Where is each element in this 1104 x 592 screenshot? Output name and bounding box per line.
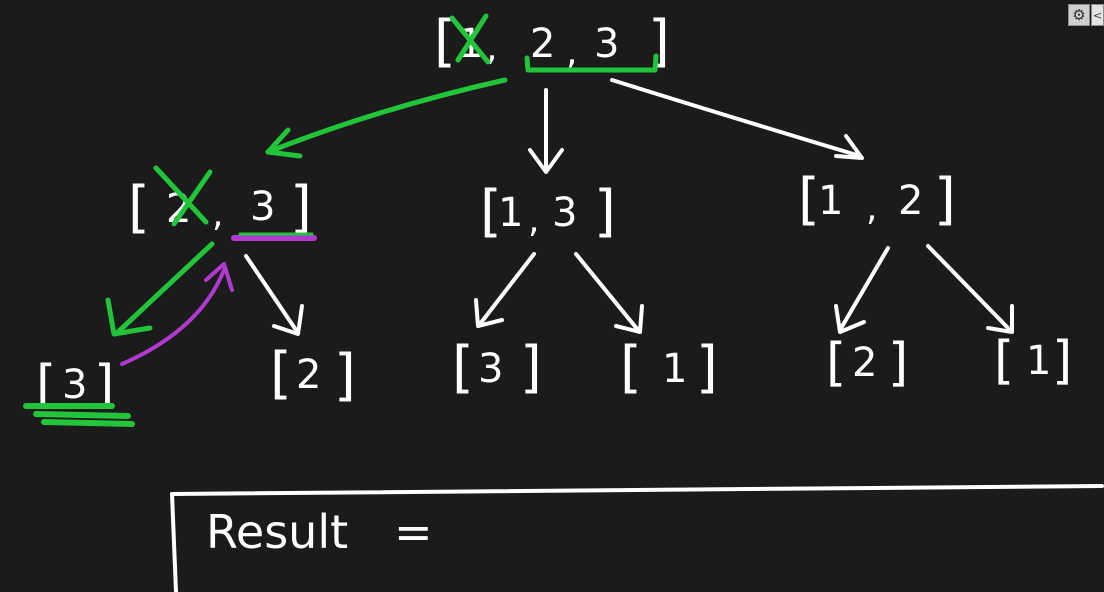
- l1-mid-open-bracket: [: [480, 179, 502, 244]
- l1-right-close-bracket: ]: [934, 167, 956, 232]
- l1-left-close-bracket: ]: [290, 175, 312, 240]
- l1-right-sep: ,: [866, 188, 877, 229]
- leaf-3-open: [: [452, 335, 474, 400]
- edge-l1right-to-1: [926, 244, 1012, 332]
- edge-l1mid-to-1: [574, 252, 640, 332]
- leaf-6-open: [: [994, 331, 1014, 391]
- root-edges: [265, 77, 864, 174]
- leaf-3-item: 3: [478, 346, 503, 392]
- leaf-1-green-scribble: [23, 403, 135, 427]
- leaf-6-item: 1: [1026, 338, 1051, 384]
- leaf-4-item: 1: [662, 346, 687, 392]
- root-node: [ 1 , 2 , 3 ]: [434, 9, 670, 74]
- result-label: Result: [206, 505, 348, 559]
- result-box: Result =: [170, 484, 1104, 592]
- l1-left-open-bracket: [: [128, 175, 150, 240]
- leaf-4-open: [: [620, 335, 642, 400]
- l1-mid-item-2: 3: [552, 190, 577, 236]
- chevron-left-icon[interactable]: <: [1091, 4, 1104, 26]
- leaf-node: [ 3 ]: [452, 335, 542, 400]
- result-box-left-border: [170, 492, 178, 592]
- level1-node-right: [ 1 , 2 ]: [798, 167, 956, 232]
- leaf-node: [ 2 ]: [270, 341, 356, 408]
- l1-right-open-bracket: [: [798, 167, 820, 232]
- edge-l1right-to-2-arrowhead: [834, 304, 866, 334]
- leaf-1-item: 3: [62, 362, 87, 408]
- edge-l1mid-to-1-arrowhead: [614, 304, 644, 334]
- edge-root-right-arrowhead: [834, 134, 864, 160]
- leaf-1-close: ]: [94, 355, 114, 415]
- edge-root-middle-arrowhead: [528, 148, 564, 174]
- leaf-5-close: ]: [888, 333, 908, 393]
- l1-mid-sep: ,: [528, 200, 539, 241]
- edge-l1right-to-2: [838, 246, 890, 332]
- l1-left-item-2: 3: [250, 184, 275, 230]
- leaf-1-open: [: [36, 355, 56, 415]
- leaf-2-item: 2: [296, 352, 321, 398]
- root-sep-2: ,: [566, 32, 577, 73]
- level1-node-left: [ 2 , 3 ]: [128, 165, 317, 241]
- leaf-node: [ 1 ]: [994, 331, 1072, 391]
- root-cross-mark: [449, 13, 491, 65]
- root-item-3: 3: [594, 21, 619, 67]
- l1-right-item-1: 1: [818, 178, 843, 224]
- edge-l1mid-to-3: [478, 252, 536, 326]
- edge-root-left-arrowhead: [265, 127, 303, 159]
- leaf-node: [ 1 ]: [620, 335, 718, 400]
- leaf-5-item: 2: [852, 340, 877, 386]
- leaf-4-close: ]: [696, 335, 718, 400]
- root-sep-1: ,: [486, 28, 497, 69]
- root-open-bracket: [: [434, 9, 456, 74]
- edge-l1right-to-1-arrowhead: [986, 304, 1014, 334]
- l1-left-cross-mark: [153, 165, 213, 227]
- l1-left-sep: ,: [212, 194, 223, 235]
- l1-mid-item-1: 1: [498, 190, 523, 236]
- edge-return-purple: [120, 268, 226, 366]
- level2-leaves: [ 3 ] [ 2 ] [ 3 ] [ 1 ] [ 2: [23, 331, 1072, 427]
- edge-return-purple-arrowhead: [204, 262, 234, 292]
- l1-mid-close-bracket: ]: [594, 179, 616, 244]
- edge-l1left-to-2-arrowhead: [272, 304, 304, 336]
- level1-node-middle: [ 1 , 3 ]: [480, 179, 616, 244]
- leaf-node: [ 3 ]: [23, 355, 135, 427]
- leaf-5-open: [: [826, 333, 846, 393]
- root-close-bracket: ]: [648, 9, 670, 74]
- leaf-2-open: [: [270, 341, 292, 406]
- result-equals: =: [394, 505, 433, 559]
- edge-l1left-to-2: [244, 254, 298, 332]
- result-box-top-border: [170, 484, 1104, 496]
- leaf-2-close: ]: [334, 343, 356, 408]
- edge-root-left: [265, 77, 508, 155]
- level1-edges: [105, 241, 1014, 366]
- edge-l1left-to-3: [115, 241, 215, 335]
- leaf-3-close: ]: [520, 335, 542, 400]
- edge-l1left-to-3-arrowhead: [105, 297, 153, 337]
- l1-right-item-2: 2: [898, 178, 923, 224]
- leaf-node: [ 2 ]: [826, 333, 908, 393]
- root-remaining-underline: [524, 53, 659, 73]
- root-item-2: 2: [530, 21, 555, 67]
- edge-root-right: [610, 78, 862, 158]
- gear-icon[interactable]: ⚙: [1068, 4, 1090, 26]
- leaf-6-close: ]: [1052, 331, 1072, 391]
- edge-l1mid-to-3-arrowhead: [474, 298, 504, 328]
